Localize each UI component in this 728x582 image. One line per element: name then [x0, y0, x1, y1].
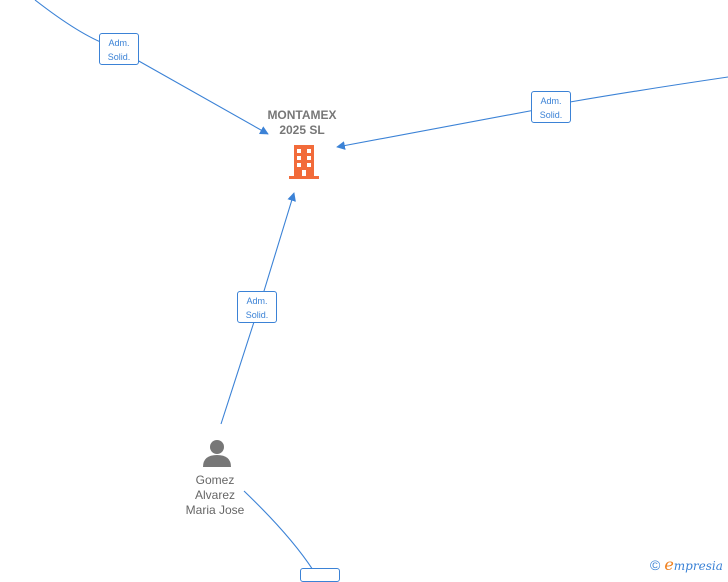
relation-badge-bottom-partial[interactable]	[300, 568, 340, 582]
relation-role: Adm.	[246, 296, 268, 306]
relation-badge-top-left[interactable]: Adm. Solid.	[99, 33, 139, 65]
copyright-symbol: ©	[650, 557, 661, 573]
relation-type: Solid.	[107, 52, 131, 62]
relation-type: Solid.	[245, 310, 269, 320]
person-icon[interactable]	[202, 438, 232, 473]
relation-type: Solid.	[539, 110, 563, 120]
brand-logo-text: mpresia	[673, 559, 723, 573]
relation-badge-right[interactable]: Adm. Solid.	[531, 91, 571, 123]
relation-role: Adm.	[540, 96, 562, 106]
person-name[interactable]: Gomez Alvarez Maria Jose	[185, 473, 245, 517]
brand-watermark: ©empresia	[650, 555, 723, 574]
company-name[interactable]: MONTAMEX 2025 SL	[267, 108, 337, 137]
relation-badge-person[interactable]: Adm. Solid.	[237, 291, 277, 323]
relation-role: Adm.	[108, 38, 130, 48]
edge-person-to-below	[243, 490, 314, 571]
building-icon[interactable]	[287, 144, 321, 185]
edge-top-left-to-company	[34, 0, 269, 135]
brand-logo-initial: e	[664, 555, 674, 574]
